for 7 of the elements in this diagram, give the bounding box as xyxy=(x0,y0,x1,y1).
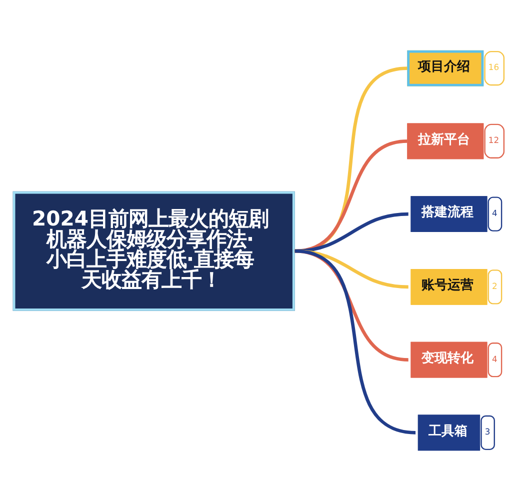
node-label: 3 xyxy=(484,426,490,436)
node-label: 4 xyxy=(492,207,498,218)
node-label: 4 xyxy=(492,353,498,364)
connector xyxy=(294,248,416,434)
node-label: 2 xyxy=(492,280,498,290)
node-label: 16 xyxy=(488,62,500,72)
node-label: 12 xyxy=(488,134,500,145)
